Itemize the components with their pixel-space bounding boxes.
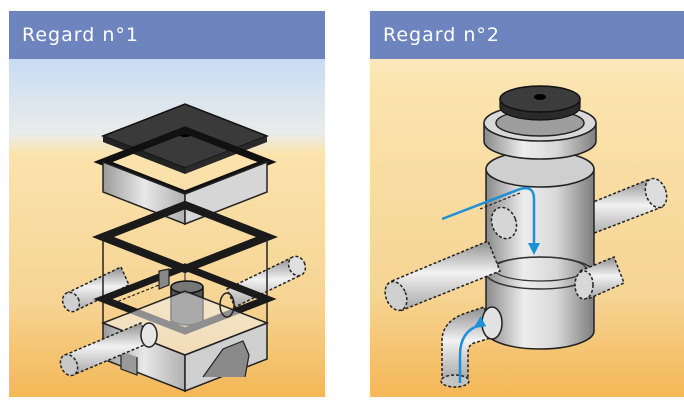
pipe-front-right [574,256,625,301]
panel-header: Regard n°1 [9,11,325,59]
panel-illustration [9,59,325,397]
panel-title: Regard n°2 [383,24,500,46]
panel-title: Regard n°1 [22,24,139,46]
pipe-front-left [384,240,501,313]
regard-2-diagram [370,59,684,397]
pipe-inner-dashed [108,284,160,306]
cover-frame [93,126,277,226]
panel-regard-1: Regard n°1 [9,11,325,397]
flow-arrows [441,186,540,383]
panel-header: Regard n°2 [370,11,684,59]
pipe-back-right [226,255,307,309]
pipe-back-left [61,265,130,313]
panel-regard-2: Regard n°2 [370,11,684,397]
regard-1-diagram [9,59,325,397]
cover-lid [499,85,581,121]
pipe-inner [479,192,521,240]
cover-lid [100,103,270,174]
pipe-front-left [59,322,158,377]
panel-illustration [370,59,684,397]
